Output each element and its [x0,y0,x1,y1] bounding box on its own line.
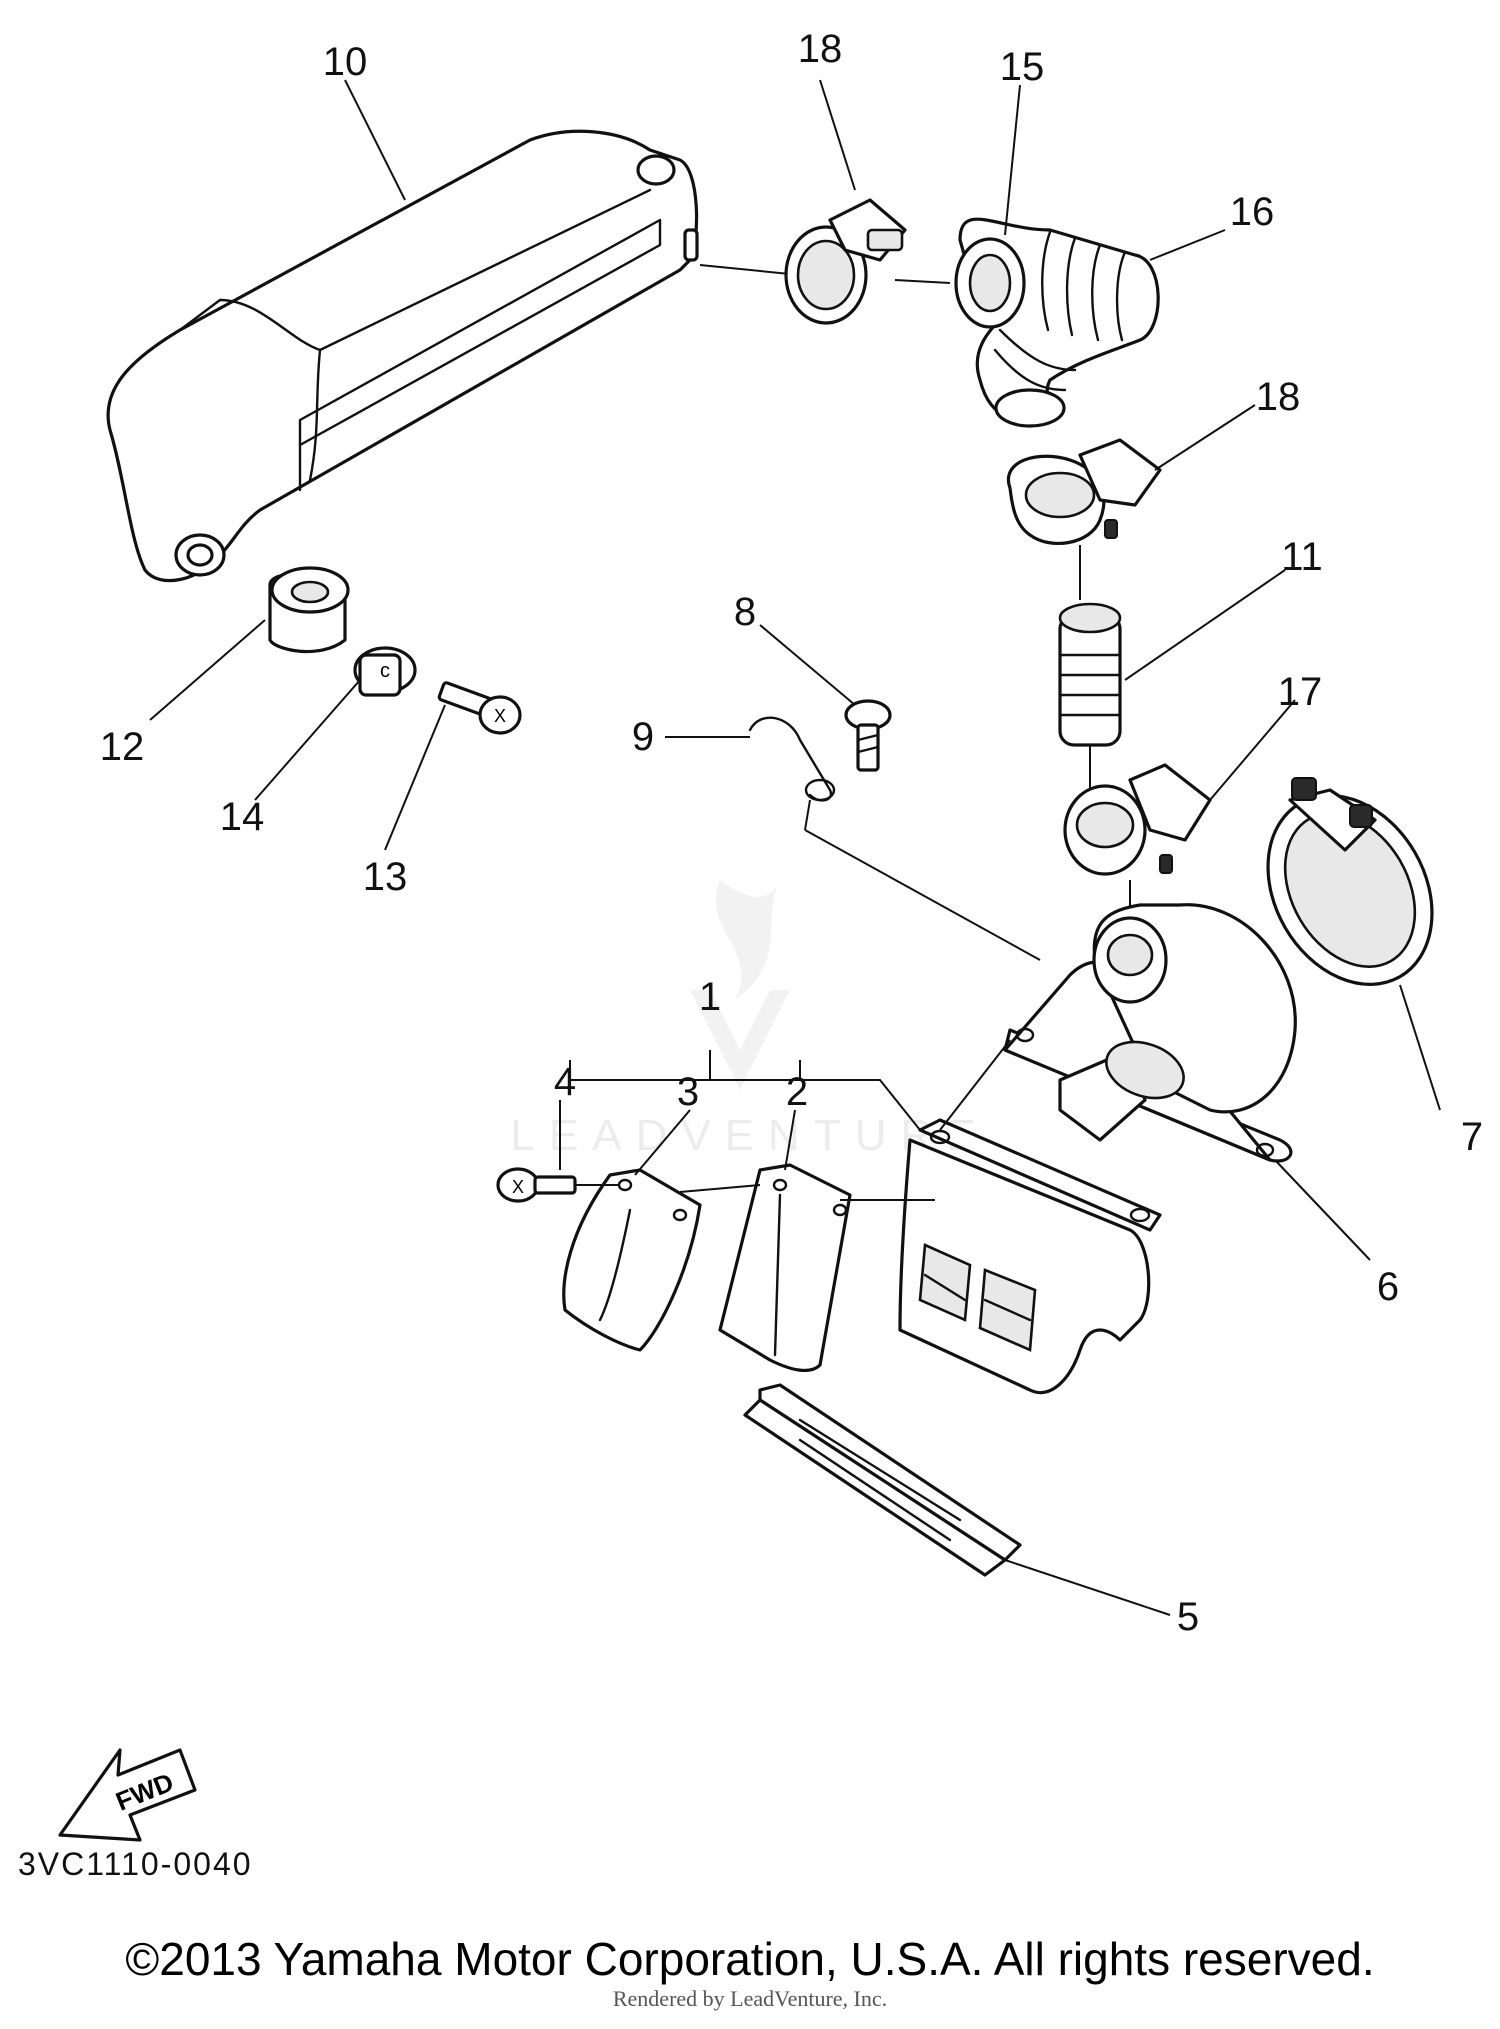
part-11-joint-pipe [1058,602,1122,747]
callout-15: 15 [1000,45,1045,89]
leader-3 [634,1109,691,1176]
drawing-code: 3VC1110-0040 [18,1846,253,1882]
leader-9-down [804,799,811,831]
part-6-carb-joint [1003,903,1297,1163]
part-9-clip [748,716,836,802]
callout-5: 5 [1177,1595,1199,1639]
callout-7: 7 [1461,1115,1483,1159]
leader-14 [254,679,361,801]
leader-10-to-18 [699,264,801,276]
callout-18-lower: 18 [1256,375,1301,419]
svg-text:c: c [380,660,390,682]
callout-10: 10 [323,40,368,84]
callout-11: 11 [1281,535,1323,579]
leader-17 [1209,699,1296,801]
leader-16 [1149,229,1226,261]
part-1-reed-valve [898,1118,1162,1395]
part-7-band-clamp [1266,777,1434,986]
copyright-notice: ©2013 Yamaha Motor Corporation, U.S.A. A… [125,1933,1375,1985]
part-12-grommet [268,566,350,654]
part-17-clamp [1063,763,1212,876]
leader-8 [759,624,856,706]
svg-text:X: X [494,706,506,726]
callout-4: 4 [554,1060,576,1104]
part-4-screw: X [496,1167,577,1203]
leader-5 [1004,1559,1171,1616]
watermark-text: LEADVENTURE [510,1111,989,1160]
rendered-by-notice: Rendered by LeadVenture, Inc. [612,1986,888,2011]
callout-9: 9 [632,715,654,759]
part-18-lower-clamp [1006,438,1162,545]
leader-7 [1399,984,1441,1111]
callout-12: 12 [100,725,145,769]
part-13-bolt: X [437,681,522,735]
watermark-logo [690,880,790,1090]
part-10-air-box [106,129,699,583]
callout-17: 17 [1278,670,1323,714]
leader-1-to-6 [939,1039,1011,1131]
callout-8: 8 [734,590,756,634]
callout-3: 3 [677,1070,699,1114]
callout-2: 2 [786,1070,808,1114]
part-14-collar: c [353,646,417,697]
leader-2 [784,1109,796,1171]
callout-14: 14 [220,795,265,839]
part-8-bolt [844,699,892,772]
leader-3-to-2 [679,1184,761,1193]
leader-9-to-6 [804,829,1041,961]
callout-18-top: 18 [798,27,843,71]
leader-10 [344,79,406,201]
leader-18b [1154,404,1256,471]
bracket-1 [569,1060,921,1131]
leader-18-to-15 [894,279,951,284]
callout-6: 6 [1377,1265,1399,1309]
leader-18a [819,79,856,191]
leader-6 [1274,1159,1371,1261]
callout-16: 16 [1230,190,1275,234]
leader-11 [1124,569,1286,681]
leader-15 [1004,84,1021,236]
fwd-arrow-icon: FWD [58,1748,197,1842]
part-5-gasket [743,1383,1022,1577]
part-2-reed [718,1163,852,1373]
callout-13: 13 [363,855,408,899]
part-18-upper-clamp [784,198,907,325]
leader-13 [384,704,446,851]
part-15-16-intake-boot [954,217,1160,428]
part-3-reed-stopper [562,1168,702,1352]
callout-1: 1 [699,975,721,1019]
svg-text:X: X [512,1177,524,1197]
leader-12 [149,619,266,721]
